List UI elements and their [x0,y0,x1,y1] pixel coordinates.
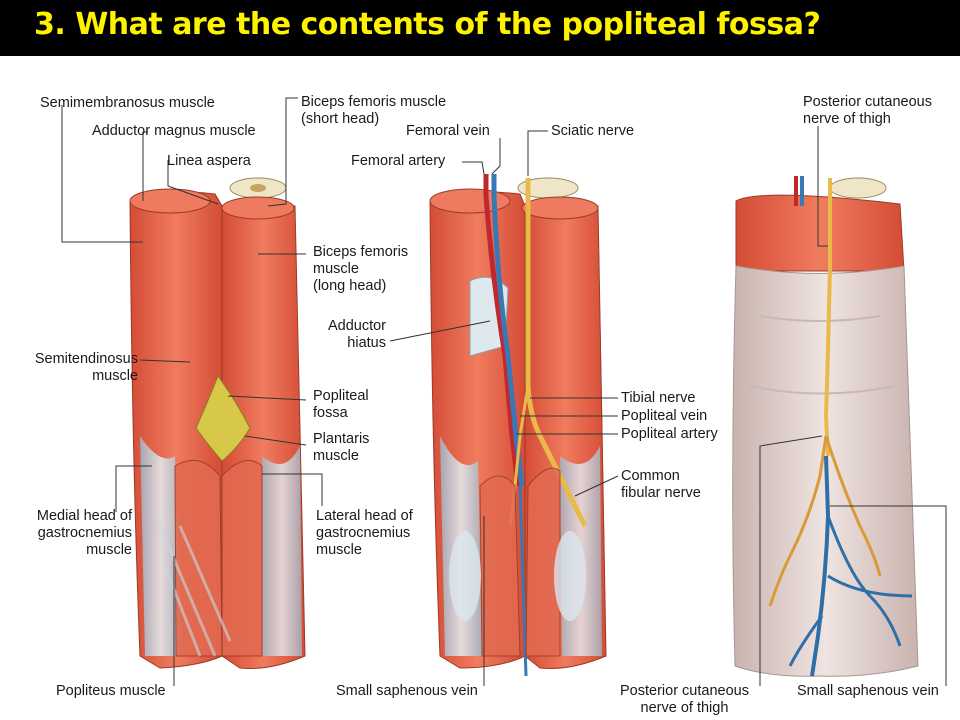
label-adductor-hiatus: Adductor hiatus [327,318,386,351]
label-femoral-vein: Femoral vein [406,123,490,139]
middle-leg-muscles [429,174,607,677]
label-biceps-long-head: Biceps femoris muscle (long head) [313,244,409,294]
label-posterior-cutaneous-top: Posterior cutaneous nerve of thigh [803,94,932,127]
label-semimembranosus: Semimembranosus muscle [40,95,215,111]
label-common-fibular-nerve: Common fibular nerve [621,468,701,501]
label-lateral-gastrocnemius: Lateral head of gastrocnemius muscle [316,508,413,558]
label-femoral-artery: Femoral artery [351,153,446,169]
label-popliteal-artery: Popliteal artery [621,426,718,442]
slide-title: 3. What are the contents of the poplitea… [34,7,821,42]
label-small-saphenous-vein-right: Small saphenous vein [797,683,939,699]
label-popliteal-fossa: Popliteal fossa [313,388,369,421]
label-posterior-cutaneous-bottom: Posterior cutaneous nerve of thigh [620,683,749,716]
leader-lines [61,97,947,686]
label-sciatic-nerve: Sciatic nerve [551,123,635,139]
label-small-saphenous-vein-middle: Small saphenous vein [336,683,478,699]
left-leg-muscles [129,177,306,669]
label-adductor-magnus: Adductor magnus muscle [92,123,256,139]
label-linea-aspera: Linea aspera [167,153,251,169]
label-medial-gastrocnemius: Medial head of gastrocnemius muscle [36,508,132,558]
label-popliteal-vein: Popliteal vein [621,408,708,424]
label-biceps-short-head: Biceps femoris muscle (short head) [301,94,447,127]
label-plantaris: Plantaris muscle [313,431,370,464]
anatomy-figure: Semimembranosus muscle Adductor magnus m… [0,56,960,720]
right-leg-skin [732,176,919,677]
anatomy-illustration [61,97,947,686]
title-bar: 3. What are the contents of the poplitea… [0,0,960,56]
label-popliteus: Popliteus muscle [56,683,166,699]
label-semitendinosus: Semitendinosus muscle [34,351,138,384]
label-tibial-nerve: Tibial nerve [621,390,696,406]
